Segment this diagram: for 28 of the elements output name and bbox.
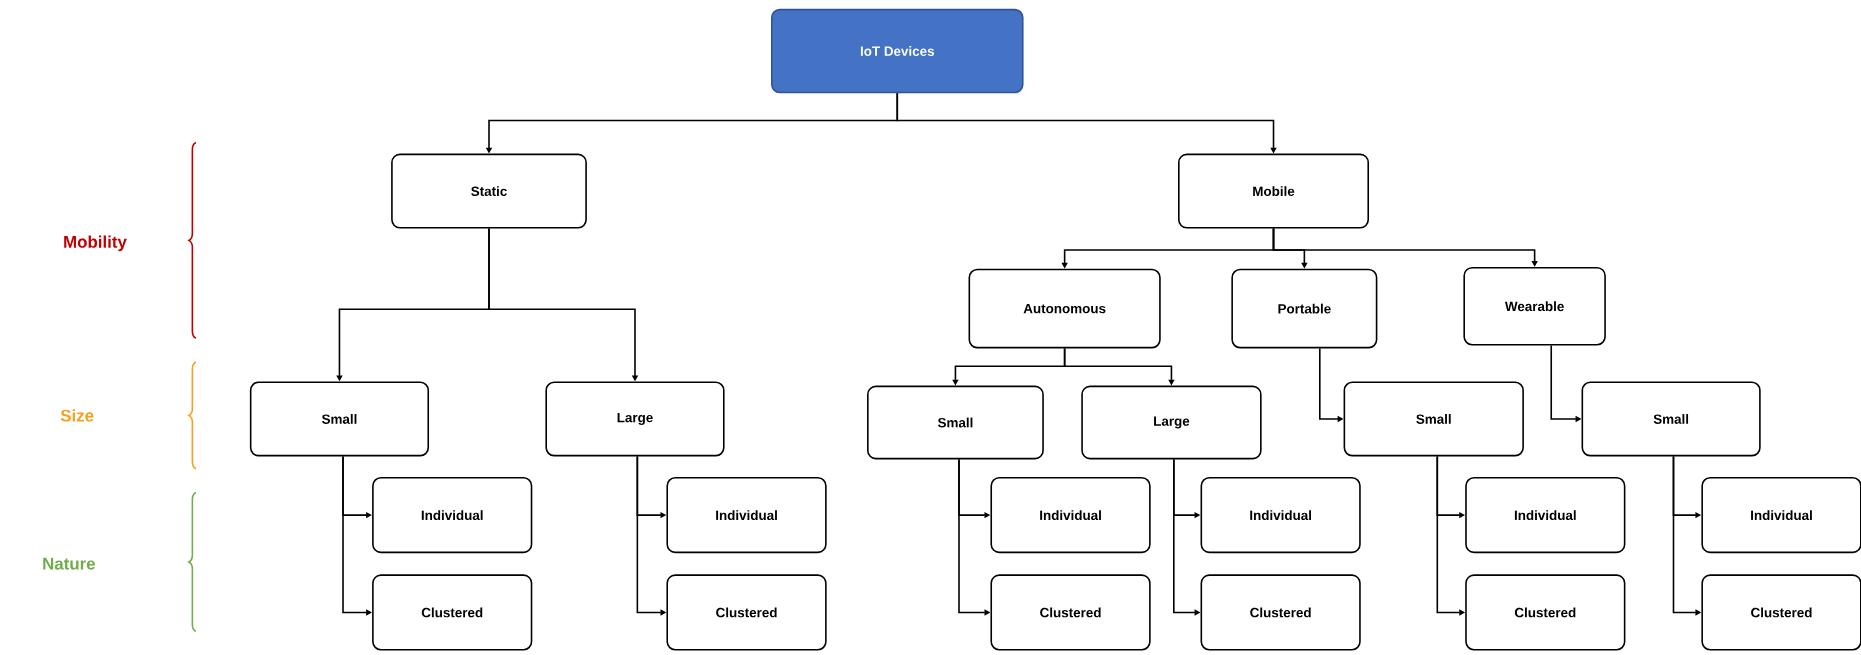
category-box: Clustered bbox=[666, 574, 827, 651]
category-box: Small bbox=[1581, 381, 1761, 457]
category-box: Individual bbox=[1200, 476, 1361, 554]
category-box: Wearable bbox=[1463, 266, 1606, 346]
category-box: Clustered bbox=[1200, 574, 1361, 651]
category-box: Individual bbox=[1465, 476, 1626, 554]
category-box: Portable bbox=[1231, 268, 1378, 349]
category-box: Individual bbox=[372, 476, 533, 554]
arrow bbox=[342, 455, 372, 616]
category-box: Large bbox=[1081, 385, 1262, 460]
category-box: Small bbox=[1343, 381, 1524, 457]
category-box: Static bbox=[391, 153, 587, 229]
category-box: Clustered bbox=[372, 574, 533, 651]
category-box: Individual bbox=[666, 476, 827, 554]
category-box: Individual bbox=[990, 476, 1151, 554]
category-box: IoT Devices bbox=[771, 8, 1024, 94]
level-label: Nature bbox=[43, 557, 96, 570]
level-label: Size bbox=[60, 409, 94, 422]
level-label: Mobility bbox=[64, 235, 127, 252]
category-box: Mobile bbox=[1178, 153, 1370, 229]
category-box: Clustered bbox=[1465, 574, 1626, 651]
category-box: Clustered bbox=[1701, 574, 1861, 651]
category-box: Clustered bbox=[990, 574, 1151, 651]
category-box: Large bbox=[545, 381, 725, 457]
category-box: Small bbox=[249, 381, 430, 457]
category-box: Small bbox=[867, 385, 1044, 460]
category-box: Individual bbox=[1701, 476, 1861, 554]
category-box: Autonomous bbox=[968, 268, 1161, 349]
